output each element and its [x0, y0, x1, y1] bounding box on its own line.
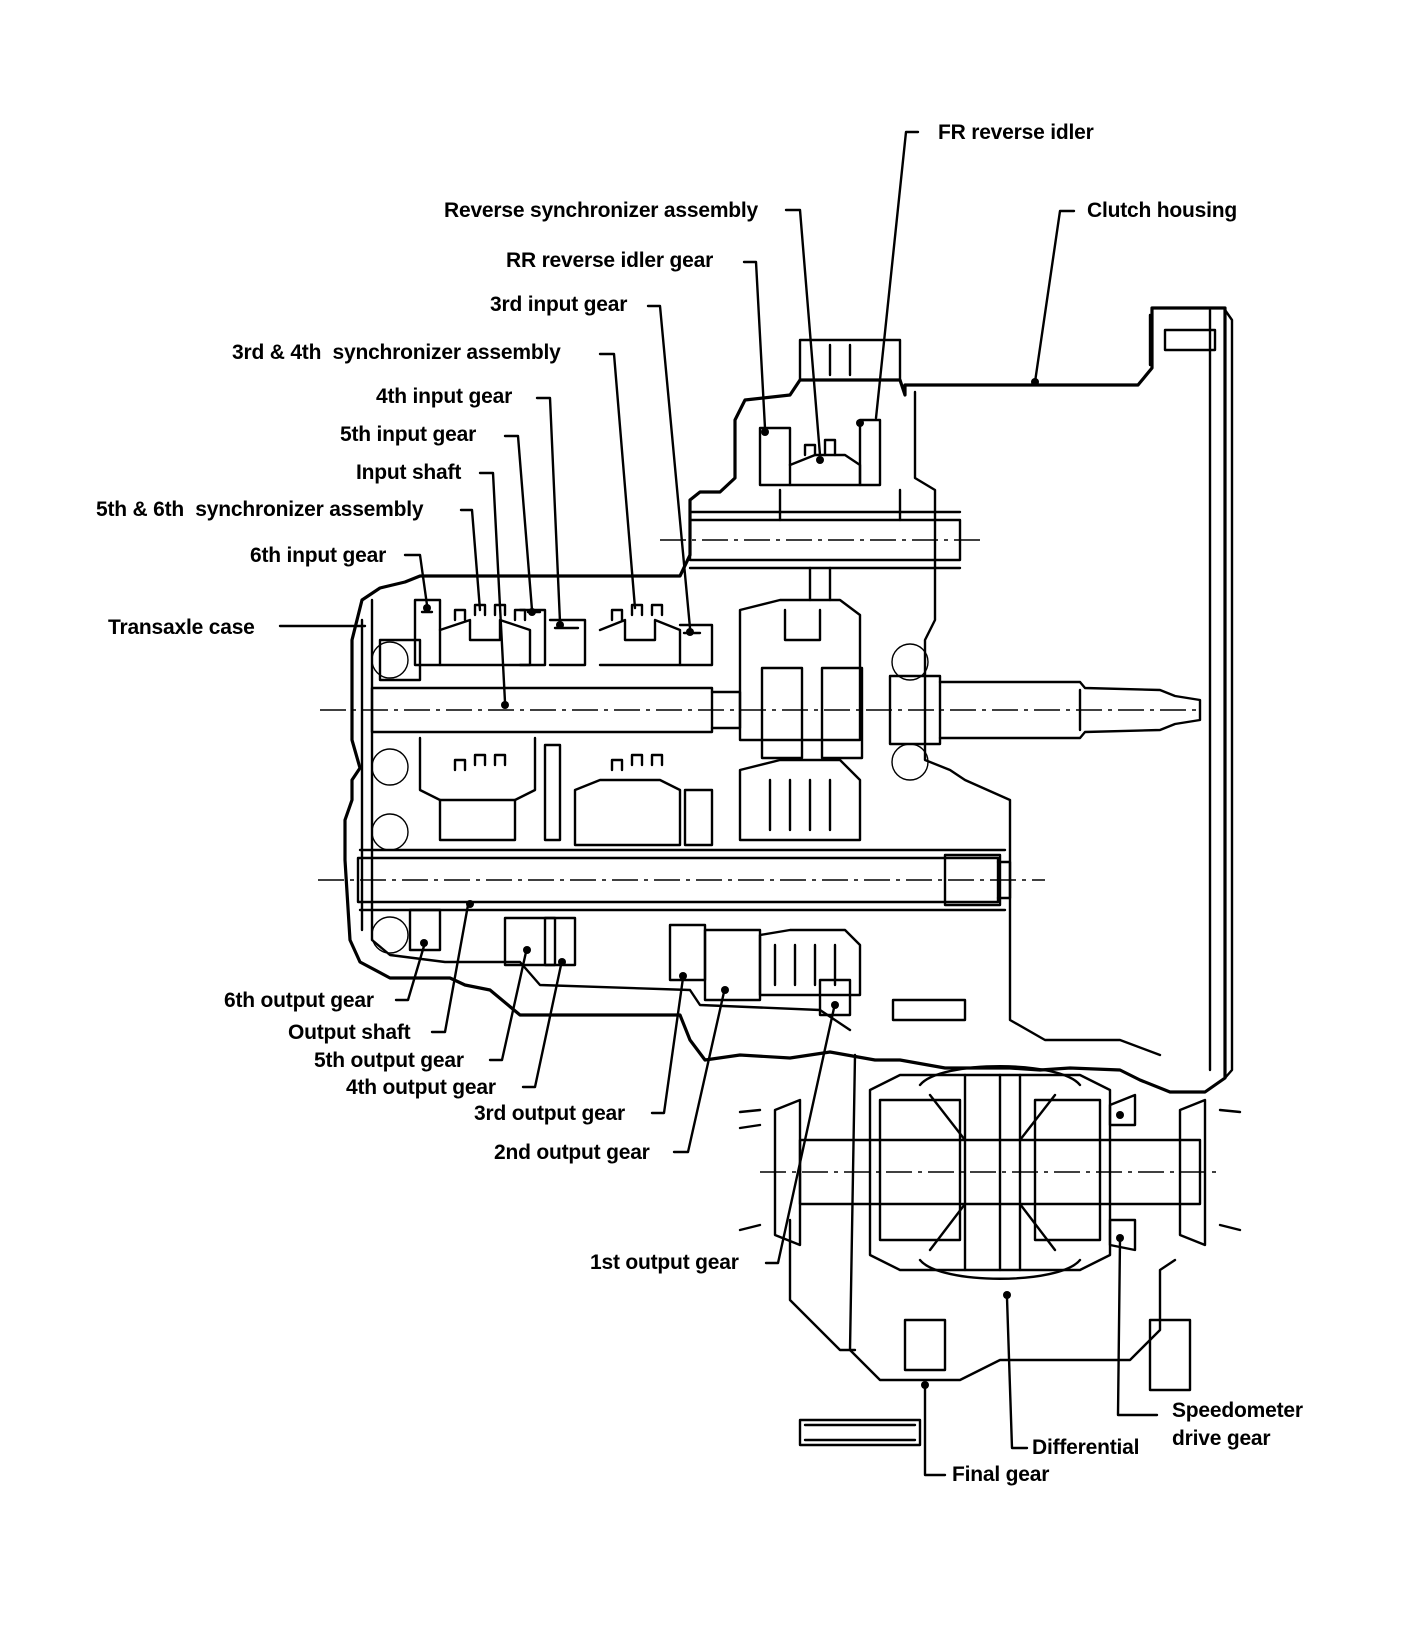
output-shaft-label: Output shaft [288, 1021, 411, 1044]
leader-lines [278, 130, 1159, 1477]
fourth-input-gear-label: 4th input gear [376, 385, 513, 408]
fr-reverse-idler-label: FR reverse idler [938, 121, 1094, 144]
sixth-input-gear-label: 6th input gear [250, 544, 387, 567]
transaxle-case-label: Transaxle case [108, 616, 255, 639]
rr-reverse-idler-gear-label: RR reverse idler gear [506, 249, 714, 272]
speedometer-drive-gear-label-line1: Speedometer [1172, 1399, 1303, 1422]
reverse-idler-drawing [660, 338, 980, 602]
output-shaft-drawing [318, 848, 1045, 912]
input-gears-drawing [413, 598, 714, 667]
housing-outline [343, 306, 1234, 1094]
first-output-gear-label: 1st output gear [590, 1251, 739, 1274]
input-shaft-drawing [320, 666, 1202, 760]
third-fourth-synchronizer-assembly-label: 3rd & 4th synchronizer assembly [232, 341, 561, 364]
output-gears-drawing [408, 908, 862, 1017]
second-output-gear-label: 2nd output gear [494, 1141, 650, 1164]
reverse-synchronizer-assembly-label: Reverse synchronizer assembly [444, 199, 759, 222]
input-shaft-label: Input shaft [356, 461, 462, 484]
middle-gears-drawing [418, 598, 862, 847]
differential-drawing [738, 378, 1242, 1447]
third-output-gear-label: 3rd output gear [474, 1102, 626, 1125]
sixth-output-gear-label: 6th output gear [224, 989, 374, 1012]
fifth-input-gear-label: 5th input gear [340, 423, 477, 446]
differential-label: Differential [1032, 1436, 1140, 1459]
third-input-gear-label: 3rd input gear [490, 293, 628, 316]
transaxle-case-body [360, 598, 929, 1032]
fifth-sixth-synchronizer-assembly-label: 5th & 6th synchronizer assembly [96, 498, 424, 521]
clutch-housing-label: Clutch housing [1087, 199, 1238, 222]
fifth-output-gear-label: 5th output gear [314, 1049, 464, 1072]
speedometer-drive-gear-label-line2: drive gear [1172, 1427, 1271, 1450]
fourth-output-gear-label: 4th output gear [346, 1076, 496, 1099]
final-gear-label: Final gear [952, 1463, 1050, 1486]
